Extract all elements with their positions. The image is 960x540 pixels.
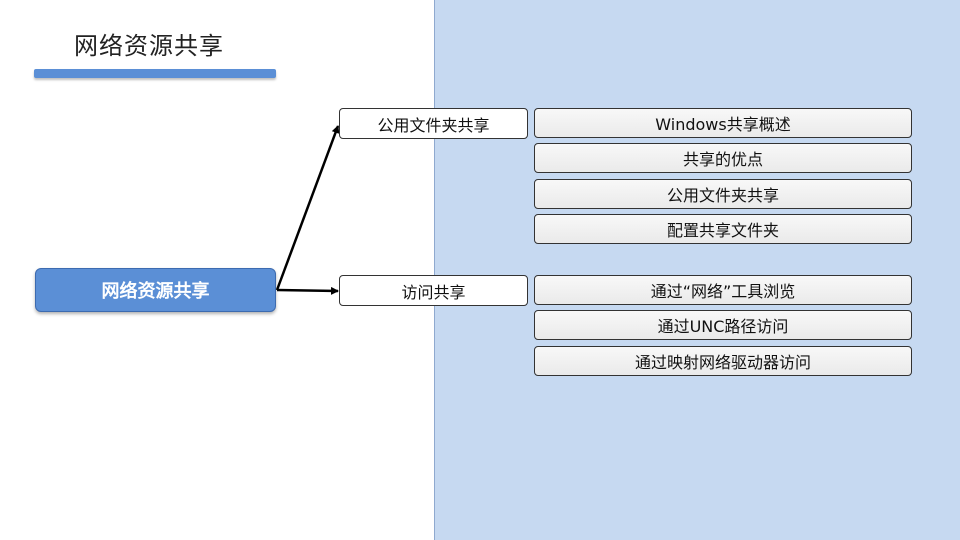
background-panel <box>434 0 960 540</box>
leaf-configure-shared-folder: 配置共享文件夹 <box>534 214 912 244</box>
arrow-to-public-folder <box>275 125 340 291</box>
leaf-public-folder-sharing: 公用文件夹共享 <box>534 179 912 209</box>
leaf-browse-via-network: 通过“网络”工具浏览 <box>534 275 912 305</box>
root-node: 网络资源共享 <box>35 268 276 312</box>
leaf-access-via-unc: 通过UNC路径访问 <box>534 310 912 340</box>
arrow-to-access-share <box>276 286 339 295</box>
leaf-access-via-mapped-drive: 通过映射网络驱动器访问 <box>534 346 912 376</box>
branch-public-folder-sharing: 公用文件夹共享 <box>339 108 528 139</box>
slide-title: 网络资源共享 <box>74 32 224 60</box>
leaf-windows-sharing-overview: Windows共享概述 <box>534 108 912 138</box>
title-underline-bar <box>34 69 276 78</box>
branch-access-share: 访问共享 <box>339 275 528 306</box>
leaf-sharing-advantages: 共享的优点 <box>534 143 912 173</box>
